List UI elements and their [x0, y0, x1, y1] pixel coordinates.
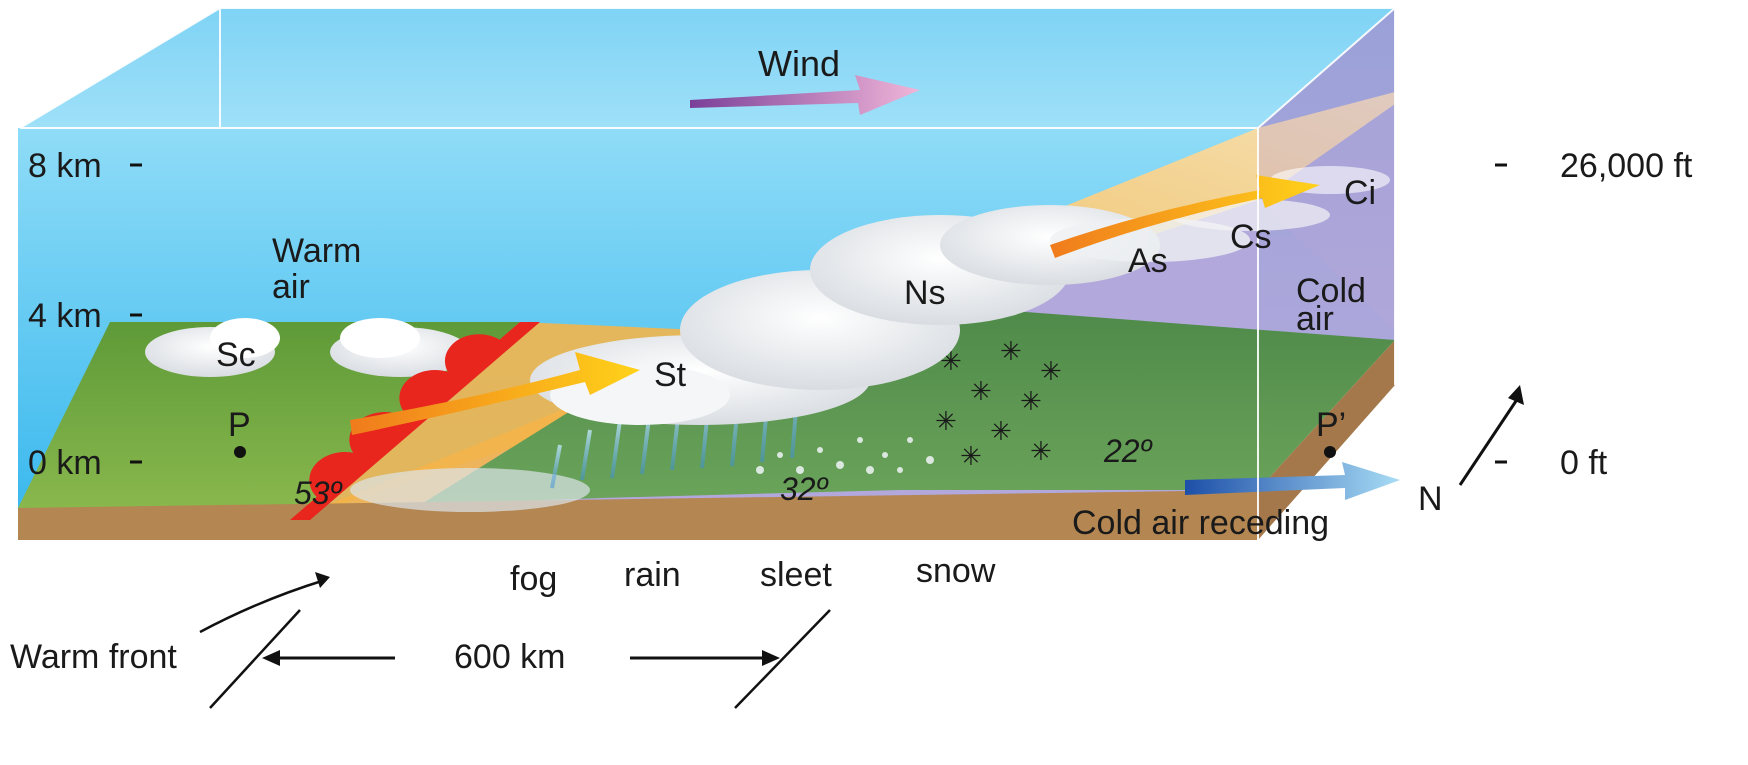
cold-air-label-line1: Cold	[1296, 272, 1366, 310]
wind-arrow	[690, 75, 920, 115]
warm-front-pointer	[199, 578, 326, 634]
snowflakes: ✳ ✳ ✳ ✳ ✳ ✳ ✳ ✳ ✳	[935, 336, 1062, 471]
warm-front-label: Warm front	[10, 638, 177, 676]
distance-boundary-right	[734, 609, 831, 709]
cloud-label-sc: Sc	[216, 336, 256, 374]
point-p-prime-dot	[1324, 446, 1336, 458]
precip-sleet: sleet	[760, 556, 832, 594]
cloud-label-cs: Cs	[1230, 218, 1272, 256]
cloud-label-st: St	[654, 356, 687, 394]
svg-text:✳: ✳	[1020, 386, 1042, 416]
cold-air-arrow	[1185, 462, 1400, 500]
distance-boundary-left	[209, 609, 301, 709]
warm-air-arrow	[350, 352, 640, 435]
box-edges	[19, 7, 1398, 540]
fog-patch	[350, 468, 590, 512]
svg-text:✳: ✳	[960, 441, 982, 471]
cloud-label-as: As	[1128, 242, 1168, 280]
altitude-0km: 0 km	[28, 444, 102, 482]
svg-text:✳: ✳	[1040, 356, 1062, 386]
north-arrow-head	[1508, 385, 1524, 405]
cold-air-receding-label: Cold air receding	[1072, 504, 1329, 542]
warm-air-label-line1: Warm	[272, 232, 361, 270]
upper-warm-air-arrow	[1050, 175, 1320, 258]
north-arrow	[1458, 394, 1522, 486]
cloud-label-ns: Ns	[904, 274, 946, 312]
nimbostratus-cloud	[530, 205, 1160, 425]
warm-air-label-line2: air	[272, 268, 310, 306]
precip-snow: snow	[916, 552, 996, 590]
sleet-dots	[756, 437, 934, 474]
north-label: N	[1418, 480, 1443, 518]
altitude-26000ft: 26,000 ft	[1560, 147, 1693, 185]
point-p-prime-label: P’	[1316, 406, 1346, 444]
wind-label: Wind	[758, 43, 840, 84]
distance-arrow-right-head	[762, 650, 780, 666]
distance-arrow-left-head	[262, 650, 280, 666]
temp-32: 32º	[780, 471, 829, 507]
precip-rain: rain	[624, 556, 681, 594]
temp-22: 22º	[1103, 433, 1153, 469]
altitude-4km: 4 km	[28, 297, 102, 335]
svg-text:✳: ✳	[1000, 336, 1022, 366]
stratocumulus-clouds	[145, 318, 470, 377]
precip-fog: fog	[510, 560, 557, 598]
svg-text:✳: ✳	[1030, 436, 1052, 466]
soil-front	[18, 490, 1258, 540]
altitude-ticks	[130, 163, 1507, 464]
cold-air-label-line2: air	[1296, 300, 1334, 338]
svg-text:✳: ✳	[970, 376, 992, 406]
svg-text:✳: ✳	[935, 406, 957, 436]
box-top-face	[20, 8, 1395, 128]
point-p-dot	[234, 446, 246, 458]
svg-text:✳: ✳	[990, 416, 1012, 446]
temp-53: 53º	[294, 475, 343, 511]
cloud-label-ci: Ci	[1344, 174, 1376, 212]
point-p-label: P	[228, 406, 251, 444]
altitude-8km: 8 km	[28, 147, 102, 185]
warm-front-pointer-head	[315, 572, 330, 588]
warm-front-symbols	[309, 334, 503, 500]
distance-label: 600 km	[454, 638, 566, 676]
altitude-0ft: 0 ft	[1560, 444, 1608, 482]
